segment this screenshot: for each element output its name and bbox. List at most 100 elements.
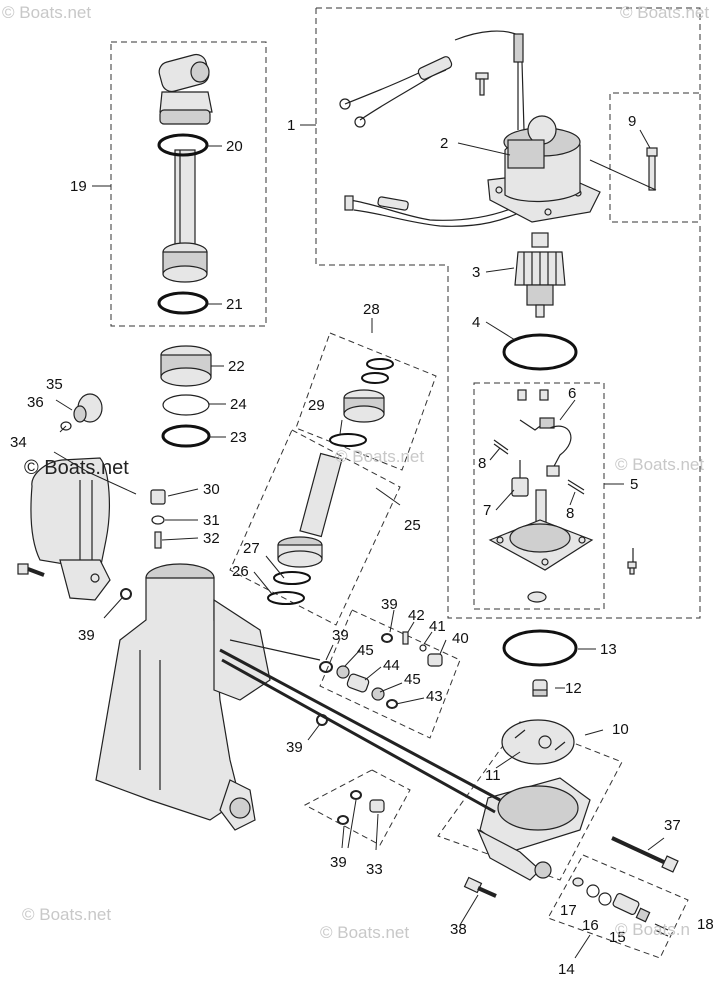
group-box-14: [547, 854, 689, 959]
trim-ram-cap: [343, 358, 394, 423]
o-ring-43: [386, 699, 398, 709]
group-box-5: [473, 382, 605, 610]
callout-39b: 39: [286, 739, 303, 756]
o-ring-29: [329, 433, 367, 447]
o-ring-23: [161, 424, 211, 448]
bolt-38: [463, 876, 497, 898]
hydraulic-lines: [219, 639, 501, 814]
watermarks: © Boats.net © Boats.net © Boats.net © Bo…: [2, 3, 709, 942]
o-ring-39e1: [350, 790, 362, 800]
callout-5: 5: [630, 476, 638, 493]
callout-28: 28: [363, 301, 380, 318]
callout-2: 2: [440, 135, 448, 152]
trim-motor: [487, 115, 601, 223]
callout-37: 37: [664, 817, 681, 834]
callout-39d: 39: [381, 596, 398, 613]
callout-17: 17: [560, 902, 577, 919]
callout-33: 33: [366, 861, 383, 878]
callout-26: 26: [232, 563, 249, 580]
group-box-33: [303, 769, 411, 846]
callout-39e: 39: [330, 854, 347, 871]
pump-body: [476, 719, 591, 881]
watermark-bottom-right: © Boats.n: [615, 920, 690, 939]
callout-12: 12: [565, 680, 582, 697]
callout-9: 9: [628, 113, 636, 130]
watermark-bottom-center: © Boats.net: [320, 923, 409, 942]
leader-lines: [53, 124, 665, 959]
o-ring-13: [502, 629, 578, 667]
manual-release-valve: [572, 877, 669, 937]
o-ring-39e2: [337, 815, 349, 825]
callout-1: 1: [287, 117, 295, 134]
callout-18: 18: [697, 916, 714, 933]
end-cap-assembly: [488, 389, 594, 603]
clip-36: [60, 421, 72, 431]
group-box-1: [316, 7, 701, 223]
callout-8b: 8: [566, 505, 574, 522]
watermark-mid-left: © Boats.net: [24, 457, 129, 479]
check-valve-12: [532, 679, 548, 697]
group-box-10: [437, 721, 623, 881]
callout-38: 38: [450, 921, 467, 938]
callout-14: 14: [558, 961, 575, 978]
screw-small-top: [475, 72, 489, 96]
callout-19: 19: [70, 178, 87, 195]
pin-32: [154, 531, 162, 549]
o-ring-45b: [371, 687, 385, 701]
callout-44: 44: [383, 657, 400, 674]
group-box-1-lower: [315, 8, 701, 619]
motor-bolt: [646, 147, 658, 191]
pin-42: [402, 631, 409, 645]
o-ring-31: [151, 515, 165, 525]
end-cap-screw: [627, 548, 637, 575]
callout-40: 40: [452, 630, 469, 647]
o-ring-27: [273, 571, 311, 585]
o-ring-21: [157, 291, 209, 315]
bolt-bracket: [17, 563, 45, 577]
group-box-fittings: [319, 609, 461, 739]
ball-41: [419, 644, 427, 652]
mount-bracket: [30, 457, 111, 601]
fitting-30: [150, 489, 166, 505]
o-ring-26: [267, 591, 305, 605]
cylinder-housing: [95, 563, 271, 831]
harness-wires: [339, 30, 526, 227]
callout-34: 34: [10, 434, 27, 451]
bolt-37: [611, 836, 679, 873]
watermark-top-left: © Boats.net: [2, 3, 91, 22]
callout-13: 13: [600, 641, 617, 658]
spool-44: [346, 673, 370, 693]
callout-39a: 39: [78, 627, 95, 644]
callout-6: 6: [568, 385, 576, 402]
watermark-top-right: © Boats.net: [620, 3, 709, 22]
callout-30: 30: [203, 481, 220, 498]
callout-27: 27: [243, 540, 260, 557]
armature: [514, 232, 566, 318]
callout-11: 11: [485, 767, 501, 784]
callout-39c: 39: [332, 627, 349, 644]
callout-7: 7: [483, 502, 491, 519]
group-box-25: [229, 429, 401, 626]
group-box-28: [295, 332, 437, 471]
callout-23: 23: [230, 429, 247, 446]
callout-4: 4: [472, 314, 480, 331]
tilt-ram: [158, 53, 213, 283]
watermark-mid-right: © Boats.net: [615, 455, 704, 474]
callout-35: 35: [46, 376, 63, 393]
o-ring-24: [162, 394, 210, 416]
callout-8a: 8: [478, 455, 486, 472]
callout-21: 21: [226, 296, 243, 313]
callout-31: 31: [203, 512, 220, 529]
trim-ram: [277, 452, 343, 568]
memory-piston-22: [160, 345, 212, 387]
callout-15: 15: [609, 929, 626, 946]
group-box-19: [110, 41, 267, 327]
bumper-35: [73, 393, 103, 423]
callout-24: 24: [230, 396, 247, 413]
o-ring-4: [502, 333, 578, 371]
callout-3: 3: [472, 264, 480, 281]
o-ring-39b: [319, 661, 333, 673]
callout-25: 25: [404, 517, 421, 534]
callout-42: 42: [408, 607, 425, 624]
